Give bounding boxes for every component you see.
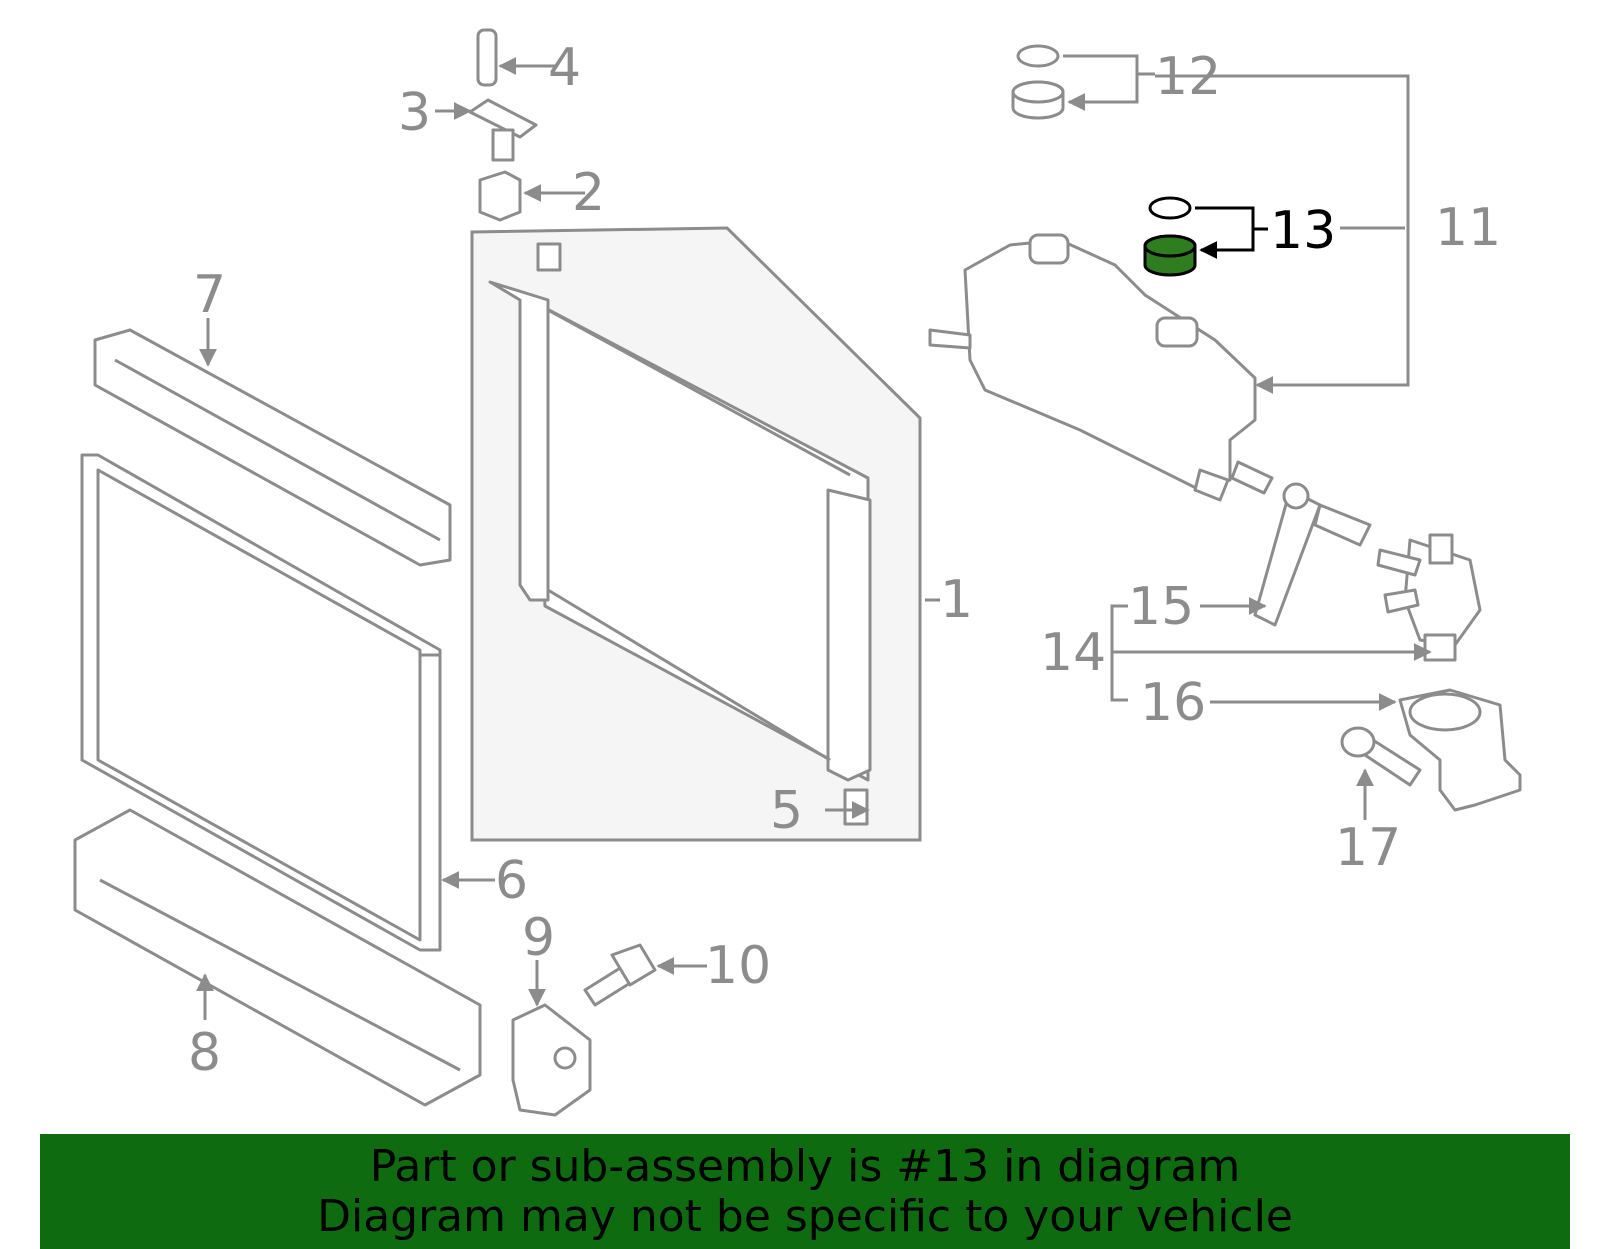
upper-air-guide	[93, 328, 452, 567]
reservoir-tank	[928, 233, 1274, 502]
lower-air-guide	[73, 808, 482, 1107]
banner-line-1: Part or sub-assembly is #13 in diagram	[369, 1140, 1241, 1192]
bracket	[468, 98, 538, 162]
callout-labels: 1 2 3 4 5 6 7 8 9 10 11 12 13 14 15 16 1…	[188, 38, 1501, 1083]
callout-16: 16	[1140, 673, 1206, 733]
callout-3: 3	[398, 83, 431, 143]
callout-6: 6	[495, 851, 528, 911]
cap-set	[1011, 44, 1065, 120]
thermostat-housing	[1398, 688, 1522, 812]
bolt	[583, 943, 657, 1007]
callout-10: 10	[705, 936, 771, 996]
callout-11: 11	[1435, 198, 1501, 258]
bolt-small	[1340, 726, 1422, 787]
leader-lines	[196, 54, 1432, 1020]
hose	[1253, 482, 1372, 627]
callout-7: 7	[193, 265, 226, 325]
condenser	[80, 453, 442, 952]
callout-14: 14	[1040, 623, 1106, 683]
callout-17: 17	[1335, 818, 1401, 878]
callout-4: 4	[548, 38, 581, 98]
callout-8: 8	[188, 1023, 221, 1083]
callout-15: 15	[1128, 577, 1194, 637]
callout-2: 2	[572, 163, 605, 223]
mount-bracket	[511, 1003, 592, 1117]
radiator-core	[488, 242, 872, 826]
callout-13: 13	[1270, 201, 1336, 261]
info-banner: Part or sub-assembly is #13 in diagram D…	[40, 1134, 1570, 1249]
callout-9: 9	[522, 908, 555, 968]
highlighted-cap-set	[1143, 196, 1197, 277]
callout-5: 5	[770, 781, 803, 841]
callout-12: 12	[1155, 47, 1221, 107]
banner-line-2: Diagram may not be specific to your vehi…	[317, 1190, 1293, 1242]
callout-1: 1	[940, 570, 973, 630]
bushing	[478, 170, 522, 222]
water-pump	[1376, 533, 1482, 662]
bolt-top	[476, 28, 498, 87]
